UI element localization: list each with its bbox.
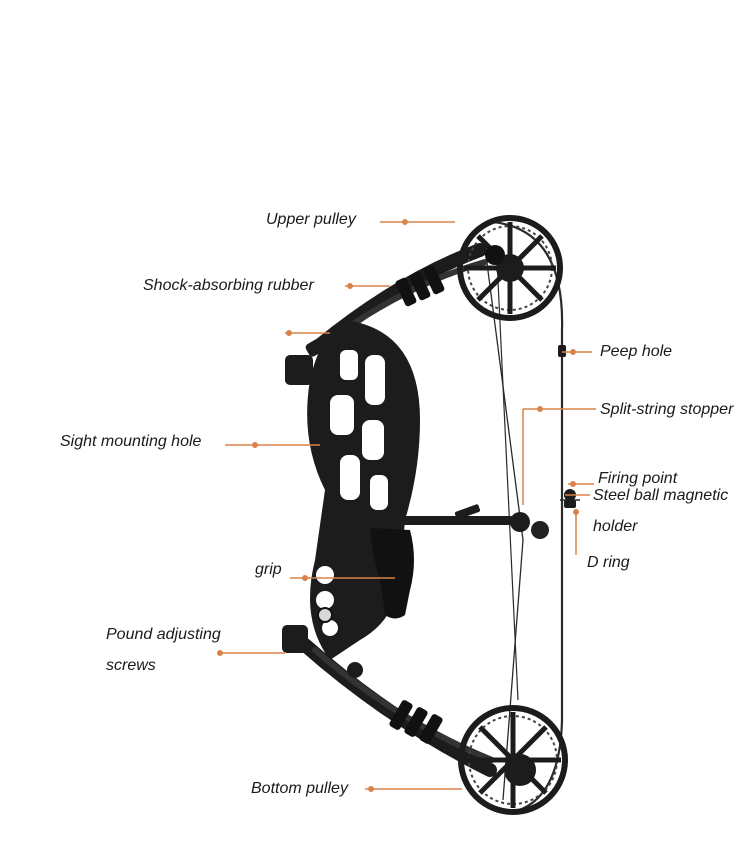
- peep-hole-label: Peep hole: [600, 343, 673, 360]
- firing-point-label: Firing point: [598, 470, 678, 487]
- shock-rubber-top: [395, 265, 445, 307]
- shock-rubber-bottom: [389, 700, 443, 744]
- sight-mount-block: [285, 327, 345, 385]
- leader-lines: [217, 219, 596, 792]
- arrow-rest: [395, 504, 549, 539]
- steel-ball-holder-label-line1: Steel ball magnetic: [593, 487, 729, 504]
- sight-mounting-hole-label: Sight mounting hole: [60, 433, 202, 450]
- pound-adjusting-screws-label-line2: screws: [106, 657, 156, 674]
- d-ring-label: D ring: [587, 554, 630, 571]
- steel-ball-holder-label-line2: holder: [593, 518, 638, 535]
- bottom-pulley-label: Bottom pulley: [251, 780, 348, 797]
- pound-adjusting-screws-label-line1: Pound adjusting: [106, 626, 221, 643]
- shock-absorbing-rubber-label: Shock-absorbing rubber: [143, 277, 314, 294]
- split-string-stopper-label: Split-string stopper: [600, 401, 734, 418]
- peep: [558, 345, 566, 357]
- cable-3: [496, 259, 519, 701]
- grip-shape: [370, 528, 414, 619]
- bottom-pulley-wheel: [458, 705, 568, 815]
- main-string: [492, 220, 564, 814]
- grip-label: grip: [255, 561, 282, 578]
- upper-pulley-wheel: [457, 215, 563, 321]
- upper-pulley-label: Upper pulley: [266, 211, 356, 228]
